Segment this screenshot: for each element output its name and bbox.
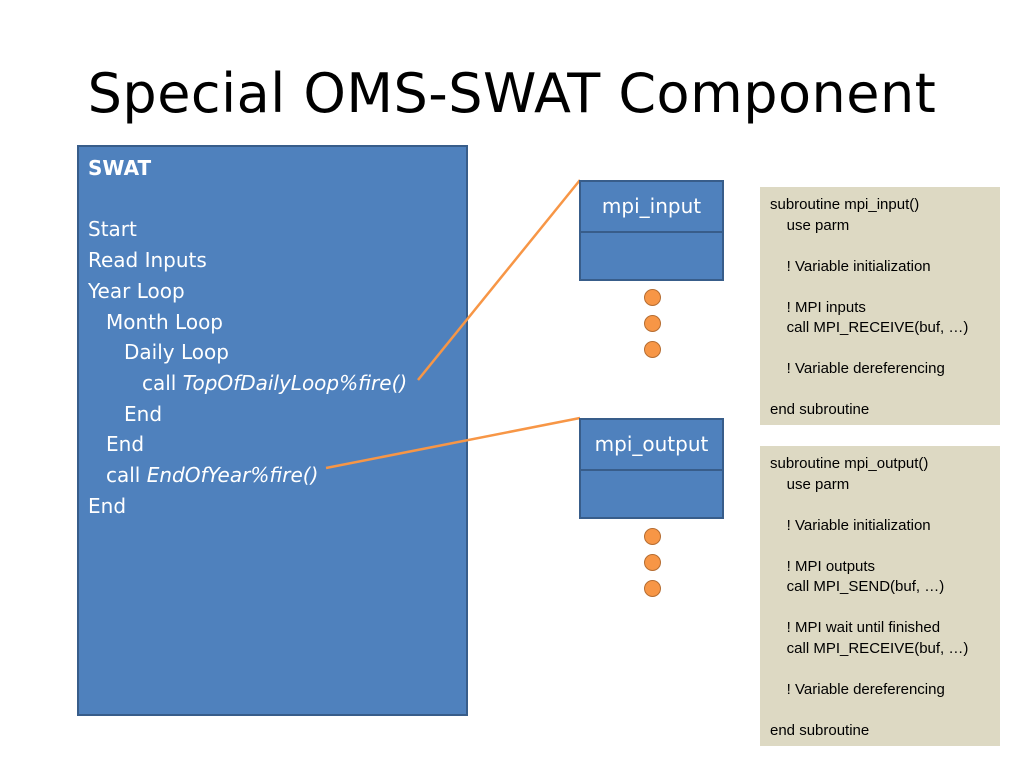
code-line: ! Variable dereferencing bbox=[770, 680, 945, 698]
connector-input bbox=[417, 179, 581, 381]
ellipsis-dot bbox=[644, 315, 661, 332]
mpi-input-code-box: subroutine mpi_input() use parm ! Variab… bbox=[760, 187, 1000, 425]
line-end-daily: End bbox=[124, 401, 163, 426]
blank-line bbox=[770, 659, 1000, 680]
code-line: subroutine mpi_output() bbox=[770, 455, 929, 472]
mpi-output-component: mpi_output bbox=[579, 418, 724, 519]
code-line: end subroutine bbox=[770, 401, 870, 418]
swat-box: SWAT Start Read Inputs Year Loop Month L… bbox=[77, 145, 468, 716]
call-keyword: call bbox=[142, 370, 183, 395]
end-of-year-call: EndOfYear%fire() bbox=[146, 463, 319, 488]
code-line: ! Variable dereferencing bbox=[770, 360, 945, 377]
code-line: use parm bbox=[770, 475, 850, 493]
code-line: ! Variable initialization bbox=[770, 257, 931, 275]
mpi-output-code-box: subroutine mpi_output() use parm ! Varia… bbox=[760, 446, 1000, 746]
code-line: ! Variable initialization bbox=[770, 516, 931, 534]
mpi-output-label: mpi_output bbox=[581, 420, 722, 471]
code-line: subroutine mpi_input() bbox=[770, 196, 920, 213]
code-line: ! MPI wait until finished bbox=[770, 619, 941, 636]
line-end-year: End bbox=[88, 493, 127, 518]
blank-line bbox=[770, 236, 1000, 257]
slide-title: Special OMS-SWAT Component bbox=[87, 62, 937, 125]
mpi-input-label: mpi_input bbox=[581, 182, 722, 233]
ellipsis-dot bbox=[644, 528, 661, 545]
code-line: end subroutine bbox=[770, 721, 870, 739]
mpi-input-component: mpi_input bbox=[579, 180, 724, 281]
code-line: use parm bbox=[770, 216, 850, 234]
ellipsis-dot bbox=[644, 580, 661, 597]
line-call-top-of-daily-loop: call TopOfDailyLoop%fire() bbox=[88, 368, 466, 399]
line-call-end-of-year: call EndOfYear%fire() bbox=[88, 460, 466, 491]
code-line: ! MPI inputs bbox=[770, 298, 866, 316]
code-line: ! MPI outputs bbox=[770, 557, 876, 575]
code-line: call MPI_RECEIVE(buf, …) bbox=[770, 319, 969, 336]
line-end-month: End bbox=[106, 432, 145, 457]
code-line: call MPI_SEND(buf, …) bbox=[770, 578, 945, 595]
line-year-loop: Year Loop bbox=[88, 278, 185, 303]
ellipsis-dot bbox=[644, 289, 661, 306]
ellipsis-dot bbox=[644, 341, 661, 358]
call-keyword: call bbox=[106, 463, 147, 488]
line-month-loop: Month Loop bbox=[106, 309, 224, 334]
connector-output bbox=[325, 416, 581, 470]
line-read-inputs: Read Inputs bbox=[88, 248, 207, 273]
blank-line bbox=[770, 700, 1000, 721]
blank-line bbox=[770, 277, 1000, 298]
blank-line bbox=[770, 598, 1000, 619]
code-line: call MPI_RECEIVE(buf, …) bbox=[770, 639, 969, 657]
blank-line bbox=[770, 339, 1000, 360]
blank-line bbox=[770, 495, 1000, 516]
blank-line bbox=[770, 536, 1000, 557]
blank-line bbox=[770, 380, 1000, 401]
swat-heading: SWAT bbox=[88, 156, 152, 180]
line-start: Start bbox=[88, 217, 137, 242]
top-of-daily-loop-call: TopOfDailyLoop%fire() bbox=[182, 370, 408, 395]
line-daily-loop: Daily Loop bbox=[124, 340, 229, 365]
ellipsis-dot bbox=[644, 554, 661, 571]
